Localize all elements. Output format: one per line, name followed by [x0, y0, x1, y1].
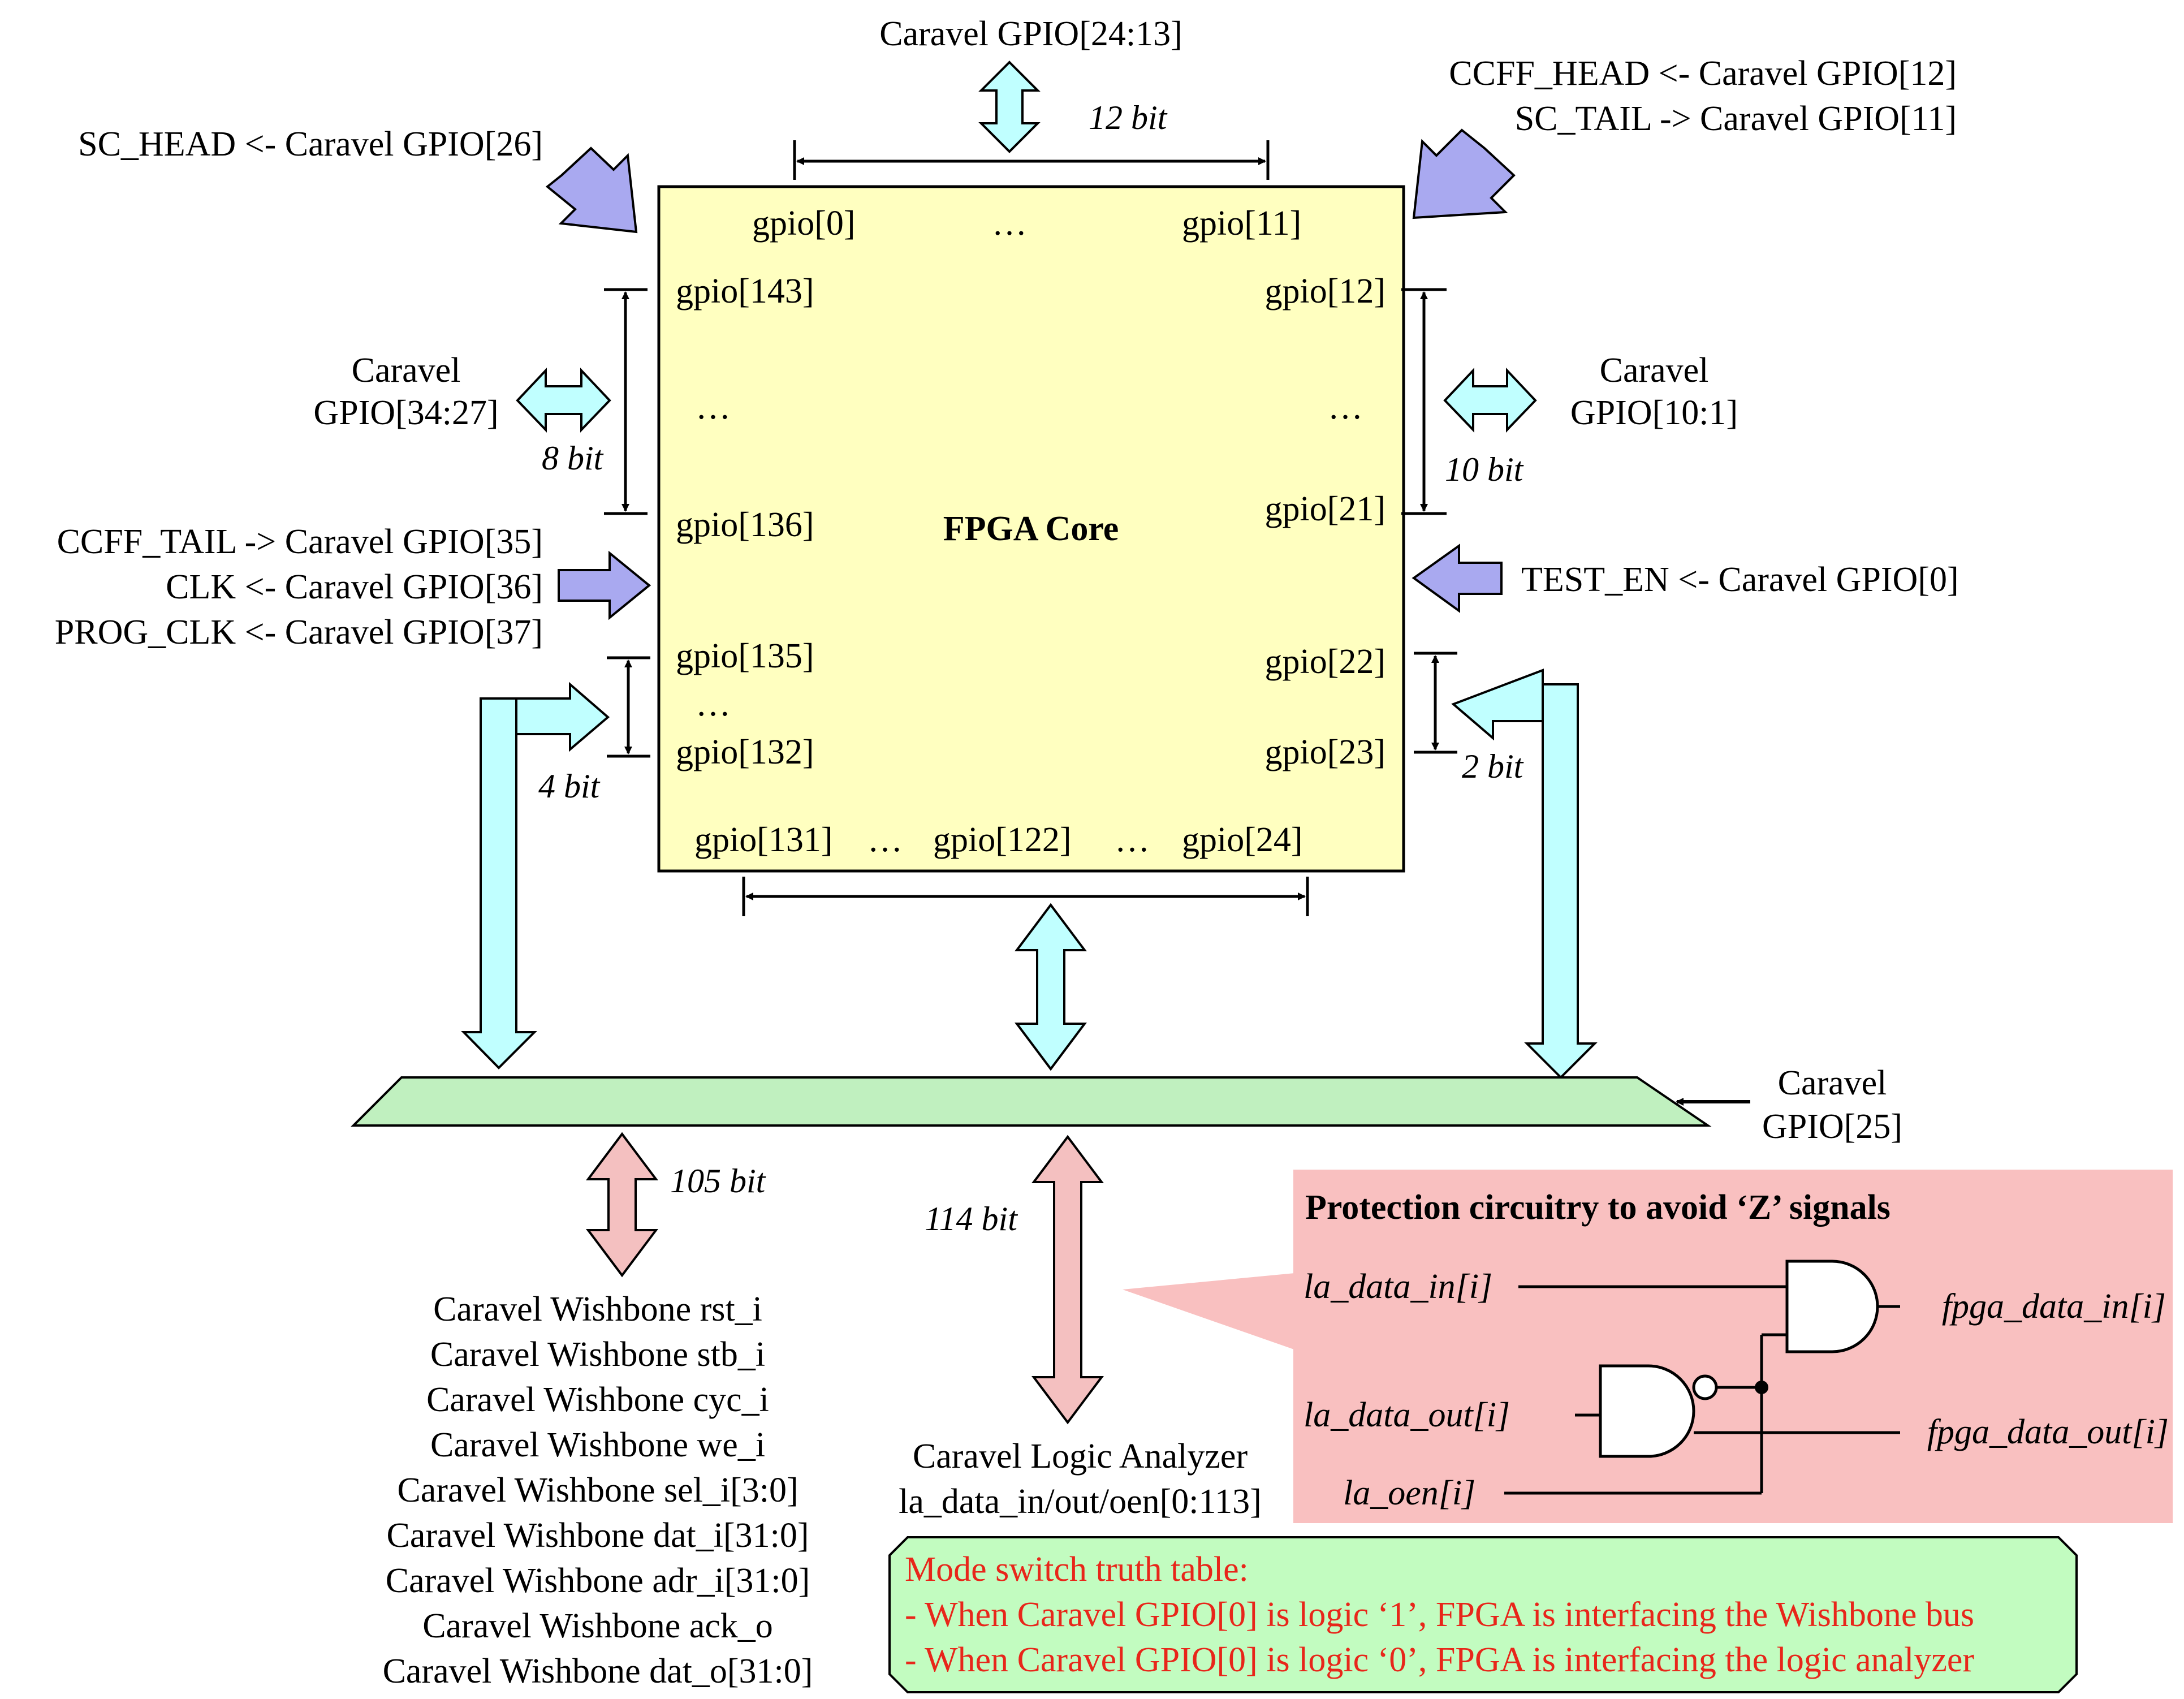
wishbone-signal: Caravel Wishbone we_i — [430, 1426, 765, 1464]
logic-analyzer-bit-label: 114 bit — [925, 1200, 1018, 1237]
core-bottom-pin-2: gpio[122] — [933, 821, 1072, 859]
core-right-pin-2: gpio[21] — [1264, 490, 1385, 528]
right-gpio-double-arrow — [1443, 367, 1537, 433]
junction-dot-icon — [1755, 1381, 1768, 1394]
top-bit-label: 12 bit — [1089, 99, 1168, 136]
wishbone-signal: Caravel Wishbone sel_i[3:0] — [397, 1471, 798, 1510]
right-10bit-label: 10 bit — [1445, 451, 1524, 488]
la-oen-label: la_oen[i] — [1343, 1474, 1475, 1512]
wishbone-signal: Caravel Wishbone adr_i[31:0] — [386, 1562, 810, 1600]
core-top-left-pin: gpio[0] — [752, 204, 856, 243]
wishbone-signal: Caravel Wishbone cyc_i — [426, 1381, 769, 1419]
mode-switch-bar — [351, 1076, 1712, 1127]
mux-gpio-label-2: GPIO[25] — [1762, 1107, 1902, 1146]
core-bottom-dots-2: … — [1115, 821, 1150, 859]
mux-gpio-label-1: Caravel — [1778, 1064, 1887, 1102]
truth-table-line-1: - When Caravel GPIO[0] is logic ‘1’, FPG… — [905, 1595, 1974, 1634]
left-mux-connector — [461, 682, 610, 1070]
core-right-pin-1: gpio[12] — [1264, 272, 1385, 311]
logic-analyzer-label-2: la_data_in/out/oen[0:113] — [899, 1482, 1262, 1521]
left-8bit-bracket — [604, 288, 648, 515]
wishbone-double-arrow — [586, 1132, 658, 1278]
nand-gate-icon — [1599, 1364, 1695, 1458]
ccff-tail-label: CCFF_TAIL -> Caravel GPIO[35] — [57, 523, 543, 561]
sc-head-label: SC_HEAD <- Caravel GPIO[26] — [78, 125, 543, 163]
right-2bit-label: 2 bit — [1462, 748, 1524, 785]
wishbone-signal: Caravel Wishbone dat_o[31:0] — [383, 1652, 813, 1691]
protection-wires — [1504, 1285, 1900, 1495]
and-gate-icon — [1785, 1260, 1879, 1353]
right-2bit-bracket — [1414, 652, 1457, 754]
nand-bubble-icon — [1692, 1374, 1718, 1400]
left-gpio-label-2: GPIO[34:27] — [313, 394, 498, 432]
right-gpio-label-1: Caravel — [1600, 351, 1709, 390]
center-mux-double-arrow — [1015, 903, 1087, 1071]
sc-tail-label: SC_TAIL -> Caravel GPIO[11] — [1515, 100, 1957, 138]
fpga-data-out-label: fpga_data_out[i] — [1927, 1413, 2169, 1451]
core-bottom-pin-3: gpio[24] — [1182, 821, 1303, 859]
top-gpio-double-arrow — [978, 61, 1041, 153]
protection-title: Protection circuitry to avoid ‘Z’ signal… — [1305, 1188, 1891, 1227]
test-en-label: TEST_EN <- Caravel GPIO[0] — [1521, 560, 1959, 599]
clk-label: CLK <- Caravel GPIO[36] — [166, 568, 543, 606]
core-right-dots: … — [1328, 388, 1363, 426]
core-bottom-dots-1: … — [867, 821, 903, 859]
prog-clk-label: PROG_CLK <- Caravel GPIO[37] — [55, 613, 543, 652]
wishbone-signal: Caravel Wishbone rst_i — [433, 1290, 762, 1329]
protection-callout — [1123, 1170, 2173, 1523]
core-top-mid-dots: … — [992, 204, 1027, 243]
right-mux-connector — [1451, 669, 1598, 1079]
wishbone-signal: Caravel Wishbone dat_i[31:0] — [386, 1516, 809, 1555]
core-left-pin-3: gpio[135] — [676, 637, 814, 675]
core-left-dots-1: … — [696, 388, 731, 426]
ccff-head-arrow — [1412, 128, 1516, 219]
fpga-data-in-label: fpga_data_in[i] — [1942, 1287, 2166, 1326]
wishbone-signal: Caravel Wishbone ack_o — [422, 1607, 773, 1645]
clk-arrow — [558, 550, 651, 620]
wishbone-bit-label: 105 bit — [670, 1162, 766, 1200]
top-bit-bracket — [793, 140, 1270, 180]
core-bottom-pin-1: gpio[131] — [694, 821, 833, 859]
left-4bit-label: 4 bit — [538, 767, 601, 805]
left-gpio-label-1: Caravel — [352, 351, 461, 390]
left-gpio-double-arrow — [516, 367, 611, 433]
core-right-pin-4: gpio[23] — [1264, 733, 1385, 771]
core-right-pin-3: gpio[22] — [1264, 642, 1385, 681]
la-data-in-label: la_data_in[i] — [1304, 1267, 1492, 1306]
ccff-head-label: CCFF_HEAD <- Caravel GPIO[12] — [1449, 54, 1957, 93]
truth-table-line-2: - When Caravel GPIO[0] is logic ‘0’, FPG… — [905, 1641, 1974, 1679]
logic-analyzer-double-arrow — [1031, 1135, 1104, 1425]
core-top-right-pin: gpio[11] — [1182, 204, 1301, 243]
fpga-core-box — [657, 185, 1405, 873]
core-left-pin-2: gpio[136] — [676, 506, 814, 544]
core-left-dots-2: … — [696, 685, 731, 723]
wishbone-signal: Caravel Wishbone stb_i — [430, 1335, 765, 1374]
left-8bit-label: 8 bit — [542, 439, 604, 477]
core-left-pin-1: gpio[143] — [676, 272, 814, 311]
la-data-out-label: la_data_out[i] — [1304, 1396, 1510, 1434]
bottom-bit-bracket — [742, 877, 1309, 916]
fpga-core-title: FPGA Core — [943, 510, 1119, 548]
right-10bit-bracket — [1401, 288, 1447, 515]
wishbone-signal-list: Caravel Wishbone rst_i Caravel Wishbone … — [383, 1290, 813, 1691]
truth-table-title: Mode switch truth table: — [905, 1550, 1249, 1589]
test-en-arrow — [1412, 544, 1503, 613]
top-gpio-label: Caravel GPIO[24:13] — [879, 15, 1182, 53]
truth-table-box — [888, 1536, 2078, 1693]
core-left-pin-4: gpio[132] — [676, 733, 814, 771]
logic-analyzer-label-1: Caravel Logic Analyzer — [913, 1437, 1248, 1476]
right-gpio-label-2: GPIO[10:1] — [1570, 394, 1738, 432]
protection-gates — [1599, 1260, 1879, 1458]
sc-head-arrow — [545, 146, 638, 234]
left-4bit-bracket — [607, 656, 650, 758]
